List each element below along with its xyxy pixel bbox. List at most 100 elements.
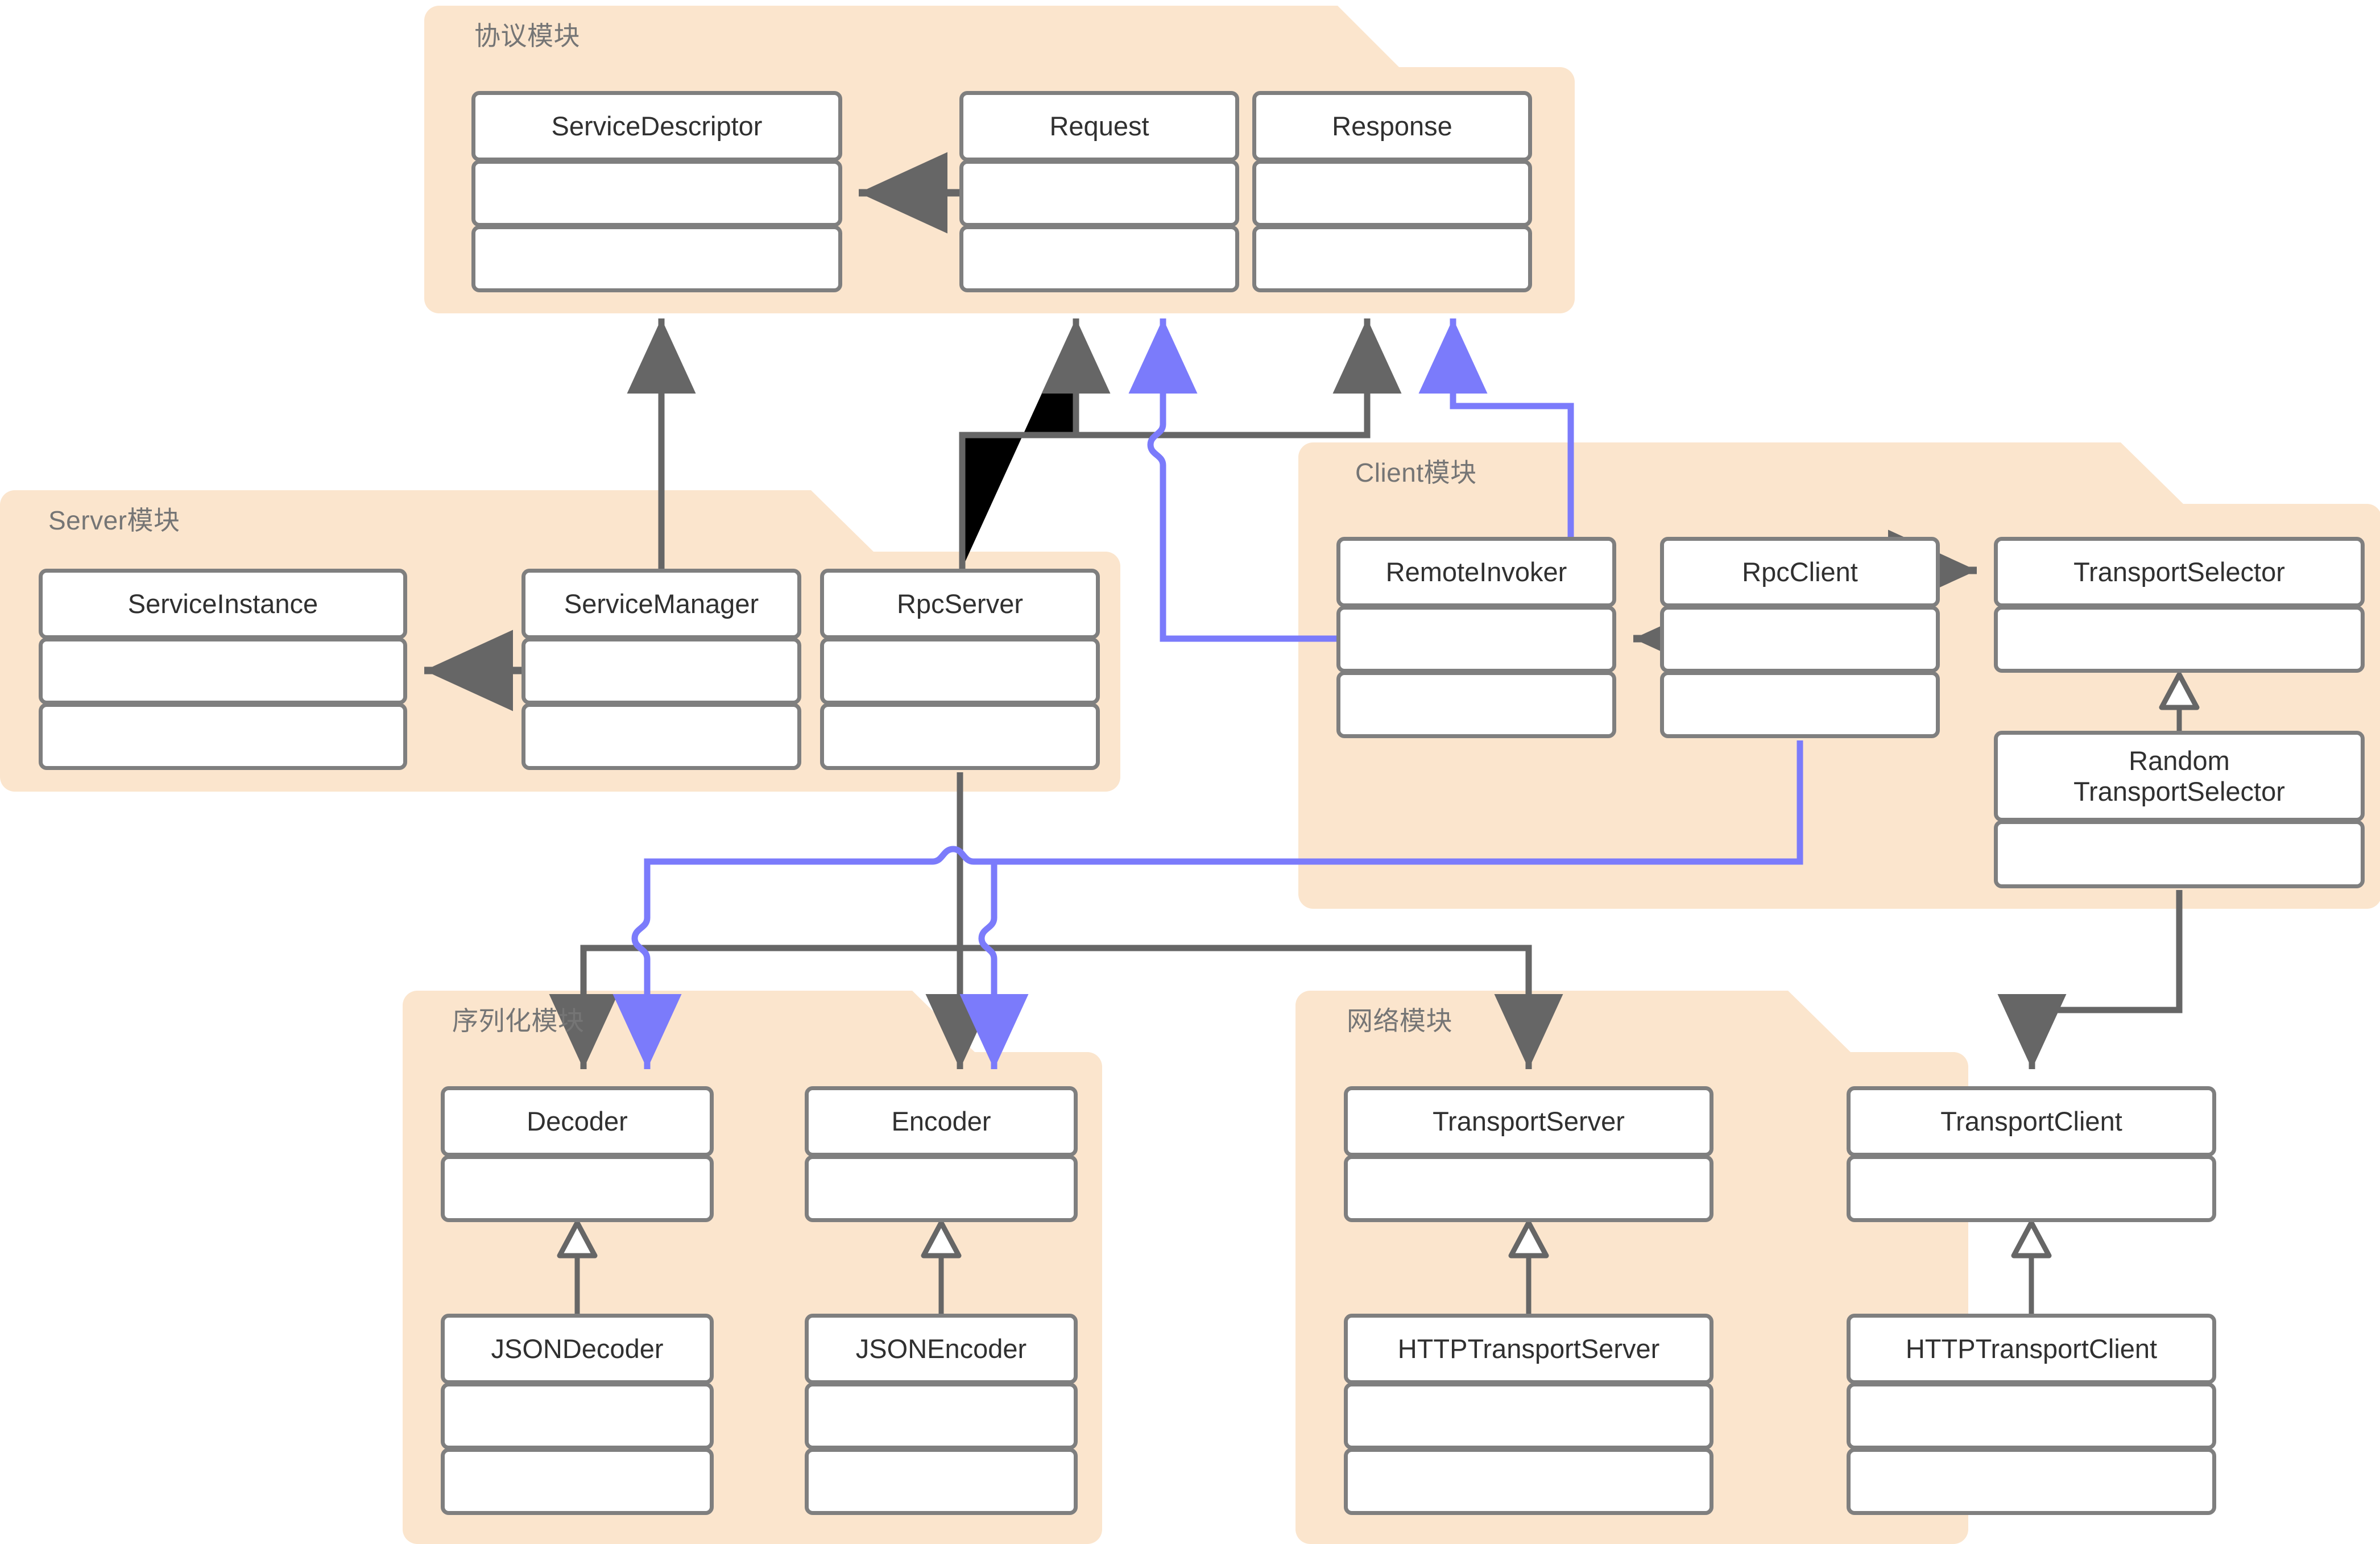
class-methods-compartment	[441, 1448, 714, 1515]
class-name-compartment: TransportSelector	[1994, 537, 2365, 607]
edge-remoteinvoker-to-response-highlight	[1418, 318, 1574, 537]
class-title: JSONDecoder	[491, 1333, 664, 1364]
class-box-rpcserver[interactable]: RpcServer	[820, 569, 1100, 770]
class-name-compartment: ServiceManager	[521, 569, 801, 639]
class-methods-compartment	[805, 1448, 1078, 1515]
class-attributes-compartment	[1994, 820, 2365, 888]
class-title: RemoteInvoker	[1385, 556, 1567, 587]
class-title: ServiceInstance	[127, 588, 318, 619]
class-title: Request	[1049, 110, 1149, 141]
class-title: Decoder	[527, 1106, 628, 1136]
class-box-remoteinvoker[interactable]: RemoteInvoker	[1336, 537, 1616, 738]
class-name-compartment: JSONEncoder	[805, 1314, 1078, 1384]
class-box-httptransportclient[interactable]: HTTPTransportClient	[1847, 1314, 2216, 1515]
class-name-compartment: Response	[1252, 91, 1532, 162]
class-name-compartment: Random TransportSelector	[1994, 731, 2365, 822]
class-box-decoder[interactable]: Decoder	[441, 1086, 714, 1222]
class-methods-compartment	[959, 225, 1239, 292]
class-box-transportselector[interactable]: TransportSelector	[1994, 537, 2365, 673]
class-methods-compartment	[1660, 671, 1940, 738]
class-box-transportserver[interactable]: TransportServer	[1344, 1086, 1713, 1222]
package-label-serialization: 序列化模块	[452, 1006, 585, 1036]
class-box-request[interactable]: Request	[959, 91, 1239, 292]
class-methods-compartment	[1252, 225, 1532, 292]
edge-jsonencoder-to-encoder	[921, 1220, 962, 1314]
edge-httptransportserver-to-transportserver	[1508, 1220, 1549, 1314]
class-methods-compartment	[1847, 1448, 2216, 1515]
class-title: HTTPTransportServer	[1397, 1333, 1660, 1364]
class-title: JSONEncoder	[855, 1333, 1027, 1364]
class-attributes-compartment	[521, 638, 801, 705]
class-attributes-compartment	[1336, 606, 1616, 673]
class-name-compartment: HTTPTransportServer	[1344, 1314, 1713, 1384]
package-label-protocol: 协议模块	[474, 21, 580, 51]
class-name-compartment: Decoder	[441, 1086, 714, 1157]
class-methods-compartment	[1336, 671, 1616, 738]
edge-httptransportclient-to-transportclient	[2011, 1220, 2052, 1314]
class-box-servicedescriptor[interactable]: ServiceDescriptor	[471, 91, 842, 292]
class-title: TransportSelector	[2073, 556, 2285, 587]
class-title: TransportClient	[1940, 1106, 2122, 1136]
class-title: ServiceDescriptor	[551, 110, 763, 141]
package-label-client: Client模块	[1355, 458, 1477, 487]
class-box-jsonencoder[interactable]: JSONEncoder	[805, 1314, 1078, 1515]
class-name-compartment: HTTPTransportClient	[1847, 1314, 2216, 1384]
class-attributes-compartment	[1252, 160, 1532, 227]
class-attributes-compartment	[39, 638, 407, 705]
edge-rpcclient-to-decoder-highlight	[612, 740, 1803, 1069]
class-name-compartment: JSONDecoder	[441, 1314, 714, 1384]
class-box-jsondecoder[interactable]: JSONDecoder	[441, 1314, 714, 1515]
class-attributes-compartment	[820, 638, 1100, 705]
class-title: TransportServer	[1433, 1106, 1625, 1136]
class-box-httptransportserver[interactable]: HTTPTransportServer	[1344, 1314, 1713, 1515]
class-attributes-compartment	[441, 1382, 714, 1450]
class-methods-compartment	[1344, 1448, 1713, 1515]
edge-randomtransportselector-to-transportselector	[2159, 672, 2200, 731]
class-methods-compartment	[521, 703, 801, 770]
edge-rpcclient-to-encoder-highlight	[959, 863, 1029, 1069]
package-label-server: Server模块	[48, 506, 180, 535]
class-title: Response	[1332, 110, 1452, 141]
class-name-compartment: ServiceInstance	[39, 569, 407, 639]
class-attributes-compartment	[441, 1155, 714, 1222]
class-title: Random TransportSelector	[2073, 745, 2285, 806]
package-label-network: 网络模块	[1347, 1006, 1452, 1036]
class-name-compartment: RpcServer	[820, 569, 1100, 639]
class-methods-compartment	[39, 703, 407, 770]
class-name-compartment: TransportServer	[1344, 1086, 1713, 1157]
class-title: ServiceManager	[564, 588, 759, 619]
class-name-compartment: TransportClient	[1847, 1086, 2216, 1157]
class-attributes-compartment	[959, 160, 1239, 227]
class-box-response[interactable]: Response	[1252, 91, 1532, 292]
class-title: RpcClient	[1742, 556, 1858, 587]
class-title: RpcServer	[896, 588, 1023, 619]
class-attributes-compartment	[805, 1382, 1078, 1450]
class-attributes-compartment	[1847, 1155, 2216, 1222]
edge-rpcserver-to-response	[962, 318, 1402, 438]
class-box-serviceinstance[interactable]: ServiceInstance	[39, 569, 407, 770]
class-attributes-compartment	[471, 160, 842, 227]
edge-rpcserver-to-decoder	[549, 945, 960, 1069]
class-name-compartment: Request	[959, 91, 1239, 162]
edge-remoteinvoker-to-request-highlight	[1128, 318, 1336, 642]
edge-jsondecoder-to-decoder	[557, 1220, 598, 1314]
edge-rpcserver-to-request	[959, 318, 1111, 569]
class-box-encoder[interactable]: Encoder	[805, 1086, 1078, 1222]
class-attributes-compartment	[1344, 1155, 1713, 1222]
class-box-rpcclient[interactable]: RpcClient	[1660, 537, 1940, 738]
class-name-compartment: ServiceDescriptor	[471, 91, 842, 162]
edge-randomtransportselector-to-transportclient	[1997, 890, 2183, 1069]
class-name-compartment: Encoder	[805, 1086, 1078, 1157]
class-title: Encoder	[891, 1106, 991, 1136]
class-box-transportclient[interactable]: TransportClient	[1847, 1086, 2216, 1222]
class-attributes-compartment	[1660, 606, 1940, 673]
class-methods-compartment	[820, 703, 1100, 770]
class-title: HTTPTransportClient	[1905, 1333, 2158, 1364]
class-attributes-compartment	[1994, 606, 2365, 673]
class-box-randomtransportselector[interactable]: Random TransportSelector	[1994, 731, 2365, 888]
class-name-compartment: RemoteInvoker	[1336, 537, 1616, 607]
class-attributes-compartment	[1344, 1382, 1713, 1450]
class-box-servicemanager[interactable]: ServiceManager	[521, 569, 801, 770]
class-attributes-compartment	[1847, 1382, 2216, 1450]
